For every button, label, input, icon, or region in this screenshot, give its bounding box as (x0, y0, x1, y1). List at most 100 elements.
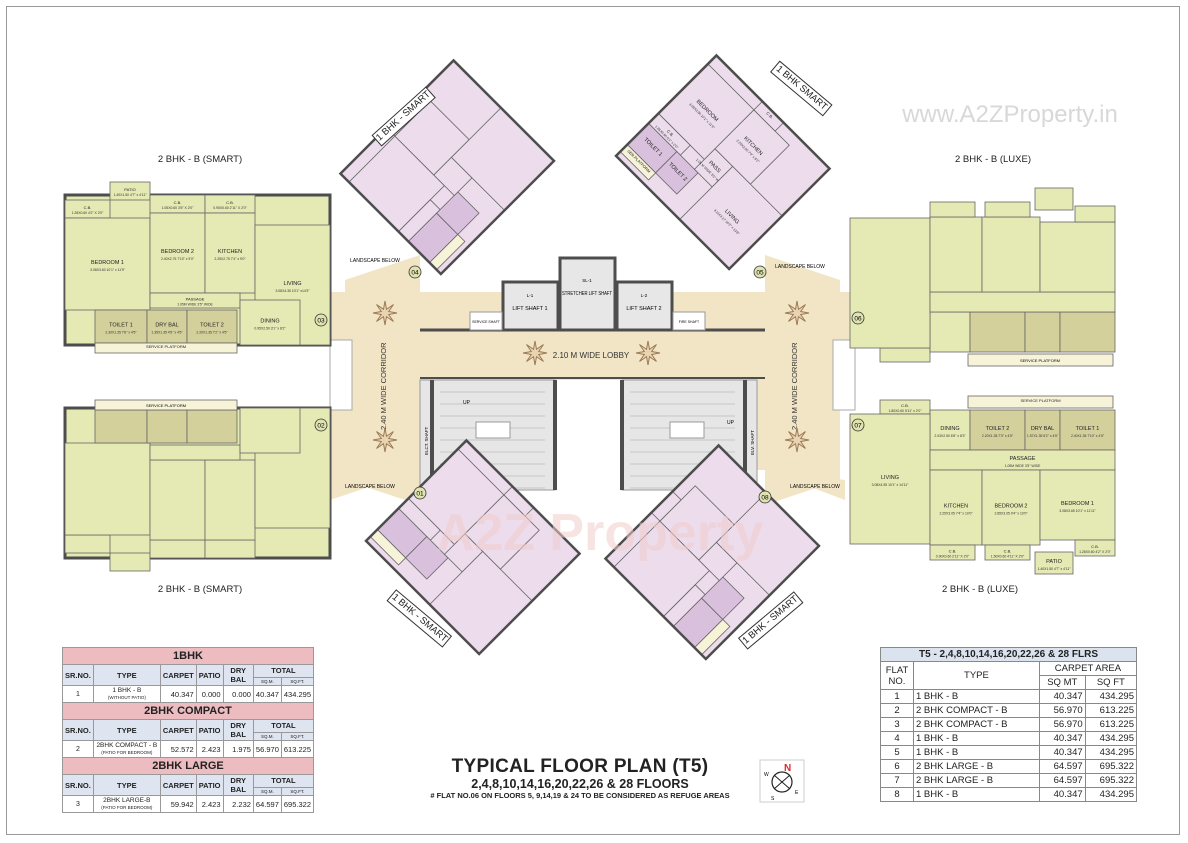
room-label-dining: DINING (940, 426, 959, 432)
svg-text:ELCT. SHAFT: ELCT. SHAFT (424, 426, 429, 455)
room-dimensions: 0.95X2.50 3'1" x 8'2" (254, 327, 286, 331)
right-corridor-label: 2.40 M WIDE CORRIDOR (790, 342, 799, 430)
room-dimensions: 2.85X3.05 9'4" x 10'0" (994, 512, 1028, 516)
section-header: 1BHK (62, 647, 314, 665)
table-title: T5 - 2,4,8,10,14,16,20,22,26 & 28 FLRS (880, 647, 1137, 662)
room (94, 409, 148, 444)
room-label-c-b: C.B. (901, 403, 909, 408)
svg-text:2 BHK - B (LUXE): 2 BHK - B (LUXE) (955, 154, 1031, 165)
plan-title: TYPICAL FLOOR PLAN (T5) (451, 756, 709, 777)
room (981, 469, 1041, 546)
room-label-bedroom-2: BEDROOM 2 (161, 249, 194, 255)
room (879, 347, 931, 363)
svg-text:FIRE SHAFT: FIRE SHAFT (679, 320, 700, 324)
room (1024, 311, 1061, 353)
room-dimensions: 1.35X1.35 4'5" x 4'5" (151, 331, 183, 335)
flat-02-2bhk-smart: SERVICE PLATFORM 02 (63, 399, 332, 572)
flat-01-1bhk-smart: 01 (364, 438, 582, 656)
flat-number: 04 (411, 269, 419, 276)
room-label-passage: PASSAGE (186, 297, 205, 302)
room-label-c-b: C.B. (226, 200, 234, 205)
room-label-patio: PATIO (124, 187, 135, 192)
svg-text:UP: UP (463, 400, 471, 406)
room-label-dry-bal: DRY BAL (155, 323, 178, 329)
lift-shaft-1 (501, 280, 560, 332)
room-dimensions: 2.25X3.05 7'4" x 10'0" (939, 512, 973, 516)
room-dimensions: 0.90X0.60 2'11" X 2'0" (213, 206, 247, 210)
flat-number: 02 (317, 422, 325, 429)
svg-text:N: N (784, 763, 791, 774)
room-label-c-b: C.B. (949, 549, 957, 554)
flat-number: 06 (854, 315, 862, 322)
room (984, 201, 1031, 218)
room-dimensions: 3.08X3.65 10'1" x 11'11" (1059, 509, 1096, 513)
flat-number: 08 (761, 494, 769, 501)
room-label-dry-bal: DRY BAL (1031, 426, 1054, 432)
room (929, 409, 971, 451)
flat-number-badge (314, 418, 328, 432)
flat-number-badge (408, 265, 422, 279)
room (984, 544, 1031, 561)
room-label-kitchen: KITCHEN (944, 504, 968, 510)
room (204, 539, 256, 559)
room-label-bedroom-1: BEDROOM 1 (1061, 501, 1094, 507)
room-label-c-b: C.B. (765, 111, 774, 120)
svg-text:SL-1: SL-1 (582, 278, 592, 283)
room-label-service-platform: SERVICE PLATFORM (146, 344, 186, 349)
room (239, 407, 301, 454)
room-dimensions: 2.20X1.35 7'2" x 4'5" (196, 331, 228, 335)
room (929, 201, 976, 218)
room-dimensions: 3.08X3.60 10'1" x 11'9" (90, 268, 126, 272)
flat-number: 07 (854, 422, 862, 429)
room-dimensions: 2.40X2.75 7'10" x 9'0" (161, 257, 195, 261)
room (929, 544, 976, 561)
room-label-patio: PATIO (1046, 559, 1062, 565)
room (849, 217, 931, 349)
flat-08-1bhk-smart: 08 (603, 443, 821, 661)
room (655, 151, 699, 195)
flat-number-badge (314, 313, 328, 327)
lift-shaft-2 (615, 280, 674, 332)
flat-number-badge (758, 490, 772, 504)
room (149, 212, 206, 294)
svg-text:2 BHK - B (SMART): 2 BHK - B (SMART) (158, 584, 242, 595)
room-label-c-b: C.B. (1091, 544, 1099, 549)
room (149, 444, 241, 461)
room-label-living: LIVING (283, 281, 301, 287)
room (94, 342, 238, 354)
flat-number: 03 (317, 317, 325, 324)
room-dimensions: 1.50X0.60 4'11" X 2'0" (991, 555, 1025, 559)
compass-rose-star-icon (784, 300, 810, 326)
room-dimensions: 2.25X2.75 7'4" x 9'0" (214, 257, 246, 261)
flat-number: 01 (416, 490, 424, 497)
landscape-label: LANDSCAPE BELOW (775, 264, 825, 270)
flat-carpet-area-table: T5 - 2,4,8,10,14,16,20,22,26 & 28 FLRS F… (880, 647, 1138, 802)
section-header: 2BHK LARGE (62, 757, 314, 775)
room-label-c-b: C.B. (1004, 549, 1012, 554)
plan-title-block: TYPICAL FLOOR PLAN (T5) 2,4,8,10,14,16,2… (380, 757, 780, 801)
room-dimensions: 1.28X0.60 4'2" X 2'0" (72, 211, 105, 215)
room (1039, 221, 1116, 293)
room (109, 552, 151, 572)
flat-number-badge (753, 265, 767, 279)
svg-text:SERVICE SHAFT: SERVICE SHAFT (472, 320, 501, 324)
fire-shaft (672, 311, 706, 331)
room-dimensions: 1.28X0.60 4'2" X 2'0" (1079, 550, 1112, 554)
room-label-c-b: C.B. (174, 200, 182, 205)
flat-number: 05 (756, 269, 764, 276)
room-dimensions: 1.05M WIDE 3'5" WIDE (177, 303, 213, 307)
room-dimensions: 3.08X4.35 10'1" x14'3" (275, 289, 310, 293)
room (1059, 409, 1116, 451)
service-platform-label: SERVICE PLATFORM (146, 403, 186, 408)
